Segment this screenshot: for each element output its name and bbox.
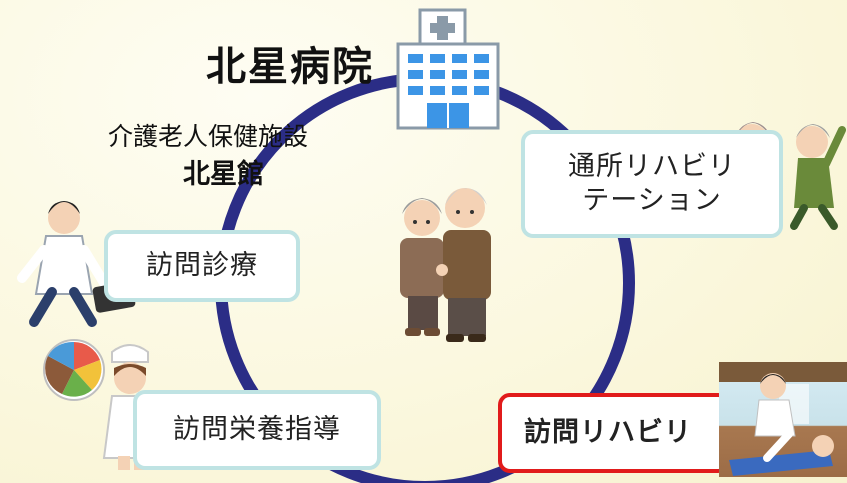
- home-visit-medical-label: 訪問診療: [146, 250, 258, 282]
- home-rehab-label: 訪問リハビリ: [524, 417, 692, 449]
- facility-type-label: 介護老人保健施設: [108, 122, 309, 151]
- rehab-therapy-photo: [719, 362, 847, 477]
- day-rehab-line2: テーション: [582, 185, 722, 216]
- hospital-name: 北星病院: [206, 44, 374, 90]
- elderly-couple-icon: [400, 188, 491, 342]
- facility-name-label: 北星館: [183, 159, 264, 190]
- home-visit-medical-box: 訪問診療: [104, 230, 300, 302]
- home-rehab-box: 訪問リハビリ: [498, 393, 730, 473]
- home-nutrition-box: 訪問栄養指導: [133, 390, 381, 470]
- home-nutrition-label: 訪問栄養指導: [173, 414, 341, 446]
- day-rehab-box: 通所リハビリ テーション: [521, 130, 783, 238]
- day-rehab-line1: 通所リハビリ: [568, 151, 736, 183]
- hospital-building-icon: [396, 8, 500, 130]
